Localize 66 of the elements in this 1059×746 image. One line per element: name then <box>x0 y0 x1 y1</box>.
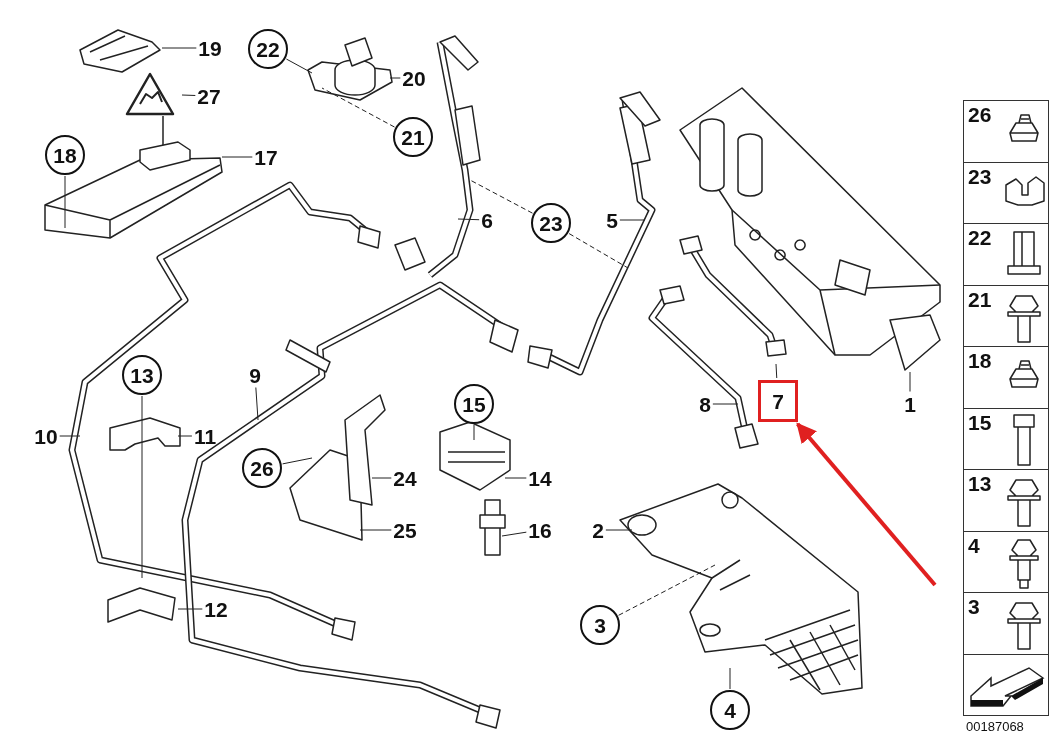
callout-number: 22 <box>248 29 288 69</box>
leader-line <box>255 387 259 421</box>
callout-number: 2 <box>592 519 604 541</box>
callout-number: 18 <box>45 135 85 175</box>
leader-line <box>181 94 196 96</box>
part-number: 13 <box>968 473 992 494</box>
leader-line <box>457 218 480 221</box>
leader-line <box>504 477 527 479</box>
leader-line <box>285 58 313 74</box>
leader-line <box>64 175 66 229</box>
callout-number: 1 <box>904 393 916 415</box>
callout-number: 4 <box>710 690 750 730</box>
leader-line <box>359 529 392 531</box>
callout-number: 15 <box>454 384 494 424</box>
callout-number: 19 <box>198 37 222 59</box>
part-number: 23 <box>968 165 992 187</box>
callout-number: 12 <box>204 598 228 620</box>
leader-line <box>501 531 527 537</box>
callout-number: 20 <box>402 67 426 89</box>
callout-number: 10 <box>34 425 58 447</box>
part-number: 3 <box>968 596 980 617</box>
leader-line <box>469 179 533 214</box>
callout-number: 23 <box>531 203 571 243</box>
arrow <box>796 422 937 587</box>
callout-number: 8 <box>699 393 711 415</box>
leader-line <box>909 371 911 392</box>
leader-line <box>729 667 731 690</box>
callout-number: 13 <box>122 355 162 395</box>
callout-number: 27 <box>197 85 221 107</box>
leader-line <box>371 477 392 479</box>
leader-line <box>177 435 193 437</box>
callout-number: 25 <box>393 519 417 541</box>
diagram-number: 00187068 <box>966 720 1024 733</box>
part-number: 4 <box>968 534 980 556</box>
callout-number: 17 <box>254 146 278 168</box>
callout-number: 9 <box>249 364 261 386</box>
leader-line <box>321 87 395 128</box>
callout-number: 26 <box>242 448 282 488</box>
part-number: 18 <box>968 350 992 371</box>
leader-line <box>221 156 253 158</box>
leader-line <box>605 529 633 531</box>
callout-number: 3 <box>580 605 620 645</box>
leader-line <box>775 363 778 379</box>
leader-line <box>619 219 646 221</box>
callout-number: 7 <box>758 380 798 422</box>
leader-line <box>473 424 475 441</box>
part-number: 26 <box>968 104 992 125</box>
leader-line <box>712 403 739 405</box>
leader-line <box>161 47 197 49</box>
part-number: 15 <box>968 411 992 433</box>
leader-line <box>141 395 143 579</box>
part-number: 21 <box>968 288 992 310</box>
leader-line <box>59 435 81 437</box>
leader-line <box>389 77 401 79</box>
callout-number: 16 <box>528 519 552 541</box>
callout-number: 11 <box>193 425 217 447</box>
callout-number: 21 <box>393 117 433 157</box>
part-number: 22 <box>968 227 992 248</box>
callout-number: 24 <box>393 467 417 489</box>
leader-line <box>618 564 716 616</box>
leader-line <box>177 608 203 610</box>
leader-line <box>568 233 629 269</box>
callout-number: 14 <box>528 467 552 489</box>
callout-number: 6 <box>481 209 493 231</box>
callout-number: 5 <box>606 209 618 231</box>
leader-line <box>282 457 313 465</box>
